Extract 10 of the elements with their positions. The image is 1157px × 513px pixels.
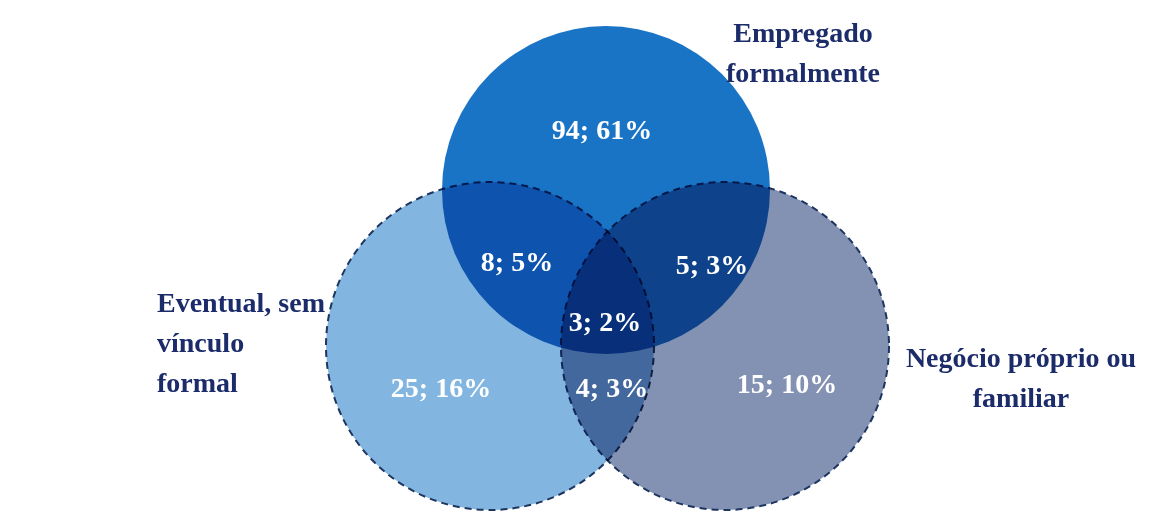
- region-value: 3; 2%: [568, 306, 642, 338]
- set-heading: Eventual, sem vínculo formal: [157, 286, 325, 400]
- region-value: 5; 3%: [675, 249, 749, 281]
- region-value: 94; 61%: [551, 114, 653, 146]
- region-value: 4; 3%: [575, 372, 649, 404]
- region-value: 15; 10%: [736, 368, 838, 400]
- region-value: 8; 5%: [480, 246, 554, 278]
- region-value: 25; 16%: [390, 372, 492, 404]
- set-heading: Negócio próprio ou familiar: [904, 341, 1138, 415]
- set-heading: Empregado formalmente: [725, 16, 881, 90]
